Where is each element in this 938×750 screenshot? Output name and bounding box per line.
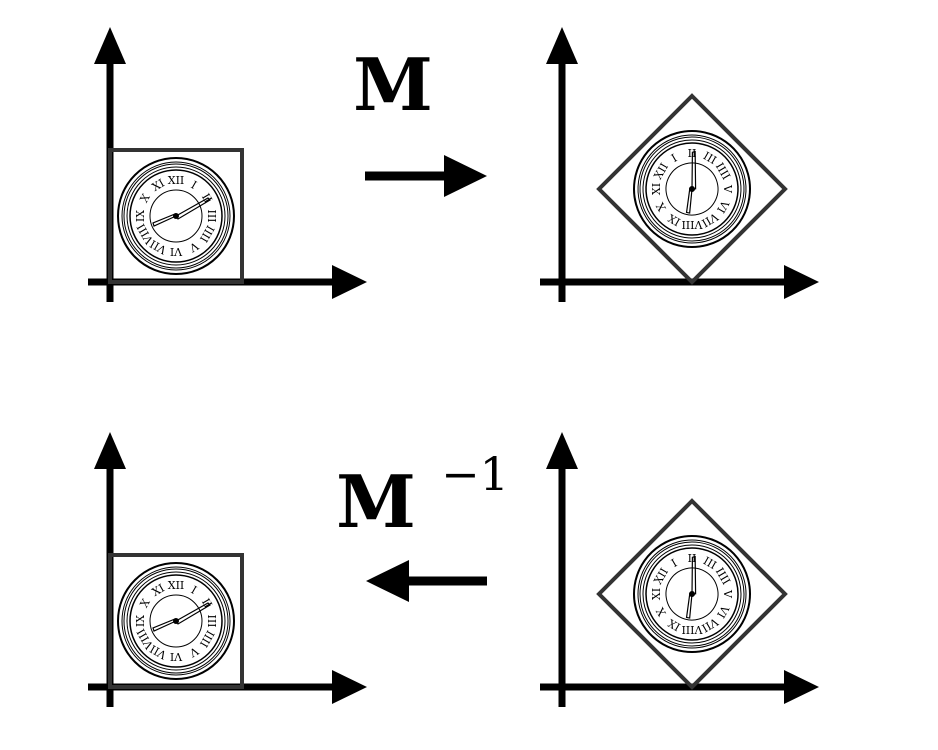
clock-numeral: X (138, 191, 153, 204)
clock-numeral: VIII (681, 218, 703, 231)
inverse-arrow (366, 560, 487, 602)
diamond-frame (596, 498, 788, 690)
x-axis-arrowhead (784, 670, 819, 704)
y-axis-arrowhead (546, 27, 578, 64)
y-axis-arrowhead (546, 432, 578, 469)
clock-numeral: IX (666, 211, 683, 228)
clock-numeral: VI (714, 197, 732, 215)
clock-numeral: XI (150, 177, 167, 194)
clock-numeral: VI (714, 602, 732, 620)
clock-numeral: I (189, 584, 199, 597)
x-axis-arrowhead (332, 265, 367, 299)
clock-numeral: X (138, 596, 153, 609)
clock-numeral: II (199, 191, 215, 205)
clock-numeral: VIII (681, 623, 703, 636)
clock-numeral: II (199, 596, 215, 610)
y-axis-arrowhead (94, 432, 126, 469)
clock-numeral: V (186, 239, 201, 255)
clock-numeral: II (688, 552, 697, 565)
x-axis-arrowhead (332, 670, 367, 704)
square-frame (108, 148, 244, 284)
axes (540, 432, 819, 707)
clock-numeral: X (654, 200, 669, 213)
forward-label: M (353, 42, 433, 127)
axes (540, 27, 819, 302)
clock-numeral: IX (666, 616, 683, 633)
clock-numeral: III (205, 209, 218, 222)
clock-numeral: V (721, 184, 734, 194)
clock-numeral: XII (168, 174, 185, 187)
clock-numeral: III (701, 554, 719, 572)
clock-numeral: VI (170, 245, 183, 258)
clock-numeral: VI (170, 650, 183, 663)
forward-arrow (365, 155, 487, 197)
clock-numeral: V (721, 589, 734, 599)
clock-numeral: III (205, 614, 218, 627)
clock-numeral: III (701, 149, 719, 167)
clock-numeral: II (688, 147, 697, 160)
x-axis-arrowhead (784, 265, 819, 299)
clock-numeral: V (186, 644, 201, 660)
inverse-label: M (336, 459, 416, 544)
clock-numeral: I (669, 557, 679, 570)
clock-numeral: X (654, 605, 669, 618)
clock-numeral: XI (650, 588, 663, 600)
axes (88, 27, 367, 302)
clock-numeral: IX (134, 615, 147, 627)
axes (88, 432, 367, 707)
clock-numeral: XI (650, 183, 663, 195)
clock-numeral: I (669, 152, 679, 165)
square-frame (108, 553, 244, 689)
clock-numeral: XII (168, 579, 185, 592)
clock-numeral: I (189, 179, 199, 192)
clock-numeral: XI (150, 582, 167, 599)
inverse-superscript: −1 (441, 447, 509, 501)
diamond-frame (596, 93, 788, 285)
y-axis-arrowhead (94, 27, 126, 64)
clock-numeral: IX (134, 210, 147, 222)
